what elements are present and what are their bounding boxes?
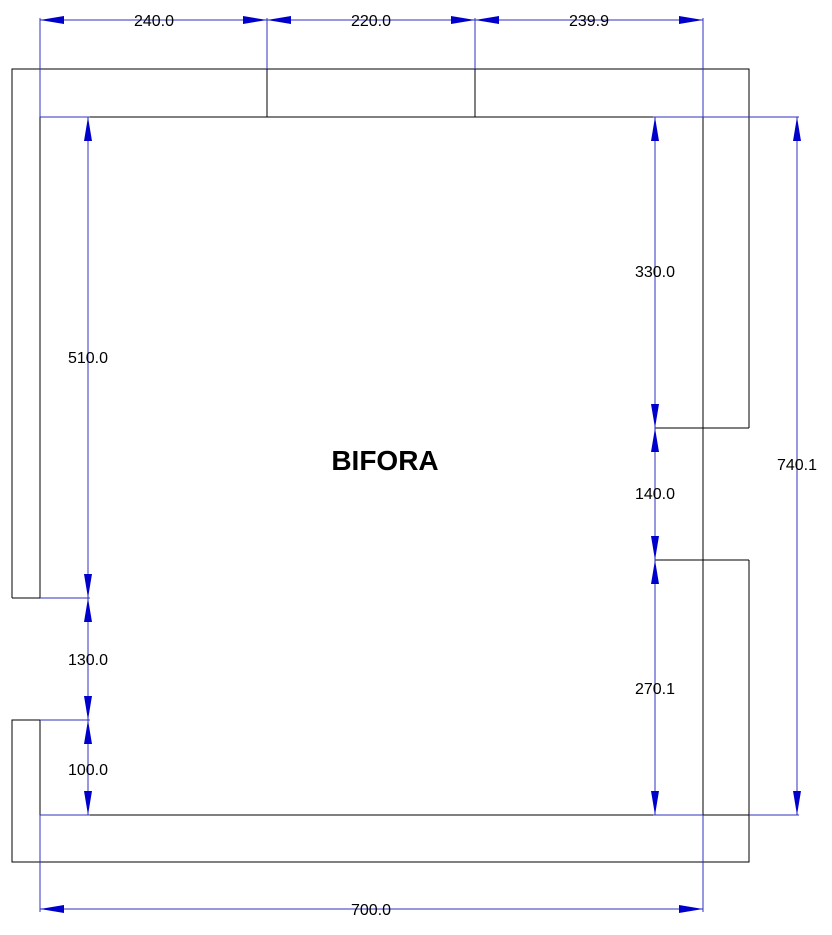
arrow-left-2-top [84,598,92,622]
arrow-left-2-bottom [84,696,92,720]
arrow-top-3-right [679,16,703,24]
dim-label-top-2: 220.0 [351,13,391,30]
walls [11,68,750,863]
arrow-right-2-bottom [651,536,659,560]
dim-label-left-2: 130.0 [68,652,108,669]
arrow-right-3-top [651,560,659,584]
arrow-right-3-bottom [651,791,659,815]
dim-label-top-3: 239.9 [569,13,609,30]
arrow-bottom-right [679,905,703,913]
arrow-top-2-right [451,16,475,24]
arrow-left-1-bottom [84,574,92,598]
dim-label-left-1: 510.0 [68,350,108,367]
arrow-left-3-top [84,720,92,744]
dimension-arrows [40,16,801,913]
top-wall [11,68,750,598]
left-wall-lower [11,560,750,863]
dim-label-left-3: 100.0 [68,762,108,779]
dim-label-top-1: 240.0 [134,13,174,30]
arrow-right-overall-top [793,117,801,141]
arrow-top-2-left [267,16,291,24]
dim-label-right-3: 270.1 [635,681,675,698]
diagram-title: BIFORA [331,445,438,476]
arrow-right-overall-bottom [793,791,801,815]
arrow-left-1-top [84,117,92,141]
arrow-left-3-bottom [84,791,92,815]
dimension-lines [39,18,799,912]
arrow-right-2-top [651,428,659,452]
arrow-right-1-bottom [651,404,659,428]
arrow-top-3-left [475,16,499,24]
dim-label-right-1: 330.0 [635,264,675,281]
dim-label-bottom: 700.0 [351,902,391,919]
arrow-top-1-left [40,16,64,24]
arrow-top-1-right [243,16,267,24]
dim-label-right-overall: 740.1 [777,457,817,474]
arrow-bottom-left [40,905,64,913]
dimension-labels: 240.0 220.0 239.9 510.0 130.0 100.0 330.… [68,13,817,919]
dim-label-right-2: 140.0 [635,486,675,503]
arrow-right-1-top [651,117,659,141]
